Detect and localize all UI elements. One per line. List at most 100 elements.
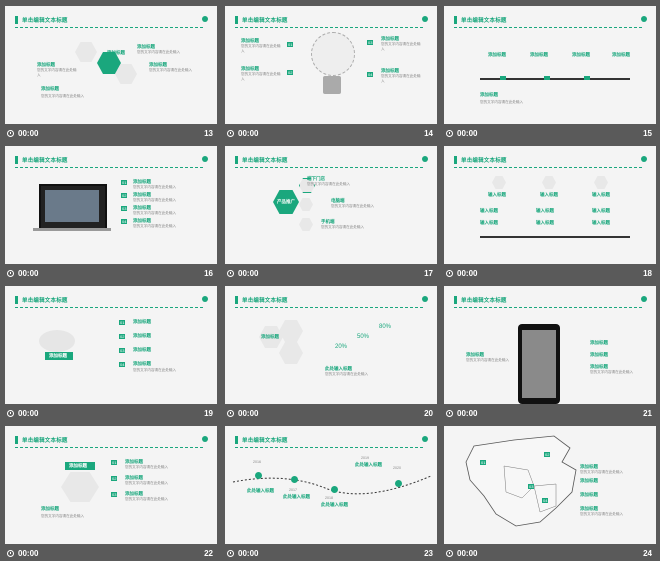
time-label: 00:00 [238,409,259,418]
slide-canvas: 01 02 03 04 添加标题 您的文字内容请在此处输入 添加标题 添加标题 … [444,426,656,544]
slide-text: 您的文字内容请在此处输入 [125,481,169,485]
slide-thumb-20[interactable]: 单击编辑文本标题 添加标题 20% 50% 80% 此处输入标题 您的文字内容请… [225,286,437,421]
slide-header: 单击编辑文本标题 [235,155,288,165]
slide-text: 您的文字内容请在此处输入 [133,185,177,189]
badge: 01 [119,320,126,325]
slide-text: 您的文字内容请在此处输入 [37,68,77,77]
slide-thumb-21[interactable]: 单击编辑文本标题 添加标题 您的文字内容请在此处输入 添加标题 添加标题 添加标… [444,286,656,421]
clock-icon [227,270,234,277]
time-label: 00:00 [457,549,478,558]
header-divider [454,167,642,168]
center-hex [273,190,299,214]
slide-text: 您的文字内容请在此处输入 [125,465,169,469]
slide-title: 单击编辑文本标题 [242,158,288,164]
badge: 01 [480,460,487,465]
hex-icon [299,178,315,193]
slide-title: 单击编辑文本标题 [22,158,68,164]
slide-text: 您的文字内容请在此处输入 [590,370,634,374]
slide-thumb-18[interactable]: 单击编辑文本标题 输入标题 输入标题 输入标题 输入标题 输入标题 输入标题 输… [444,146,656,281]
slide-thumb-23[interactable]: 单击编辑文本标题 2016 2017 2018 2019 2020 此处输入标题… [225,426,437,561]
slide-meta: 00:00 18 [444,265,656,281]
slide-center-label: 添加标题 [69,463,87,468]
slide-canvas: 单击编辑文本标题 01 02 03 04 添加标题 您的文字内容请在此处输入 添… [5,146,217,264]
slide-text: 您的文字内容请在此处输入 [307,182,351,186]
slide-label: 添加标题 [133,361,151,366]
header-divider [235,27,423,28]
slide-text: 您的文字内容请在此处输入 [133,211,177,215]
clock-icon [7,270,14,277]
lightbulb-icon [311,32,355,76]
bulb-base [323,76,341,94]
header-divider [15,307,203,308]
slide-label: 添加标题 [580,506,598,511]
slide-number: 21 [643,409,652,418]
slide-label: 添加标题 [580,464,598,469]
slide-number: 19 [204,409,213,418]
year-label: 2018 [325,496,333,500]
badge: 03 [528,484,535,489]
header-divider [15,447,203,448]
hex-shape [259,326,283,348]
slide-meta: 00:00 23 [225,545,437,561]
slide-label: 添加标题 [261,334,279,339]
slide-label: 添加标题 [580,478,598,483]
clock-icon [227,130,234,137]
slide-label: 此处输入标题 [321,502,348,507]
badge: 01 [121,180,128,185]
header-divider [235,167,423,168]
slide-canvas: 单击编辑文本标题 添加标题 20% 50% 80% 此处输入标题 您的文字内容请… [225,286,437,404]
slide-text: 您的文字内容请在此处输入 [241,72,281,81]
header-bar [15,296,18,304]
slide-title: 单击编辑文本标题 [461,158,507,164]
header-dot [641,156,647,162]
slide-label: 添加标题 [488,52,506,57]
slide-number: 23 [424,549,433,558]
slide-label: 添加标题 [241,66,259,71]
header-divider [15,27,203,28]
slide-label: 添加标题 [133,205,151,210]
slide-meta: 00:00 24 [444,545,656,561]
slide-label: 添加标题 [580,492,598,497]
slide-text: 您的文字内容请在此处输入 [321,225,365,229]
slide-thumb-22[interactable]: 单击编辑文本标题 添加标题 01 02 03 添加标题 您的文字内容请在此处输入… [5,426,217,561]
badge: 02 [119,334,126,339]
slide-label: 添加标题 [381,68,399,73]
header-dot [422,296,428,302]
timeline-dot [395,480,402,487]
slide-time: 00:00 [7,129,38,138]
hex-shape [279,342,303,364]
location-icon [594,176,608,189]
slide-thumb-24[interactable]: 01 02 03 04 添加标题 您的文字内容请在此处输入 添加标题 添加标题 … [444,426,656,561]
slide-thumb-14[interactable]: 单击编辑文本标题 01 02 03 04 添加标题 您的文字内容请在此处输入 添… [225,6,437,141]
slide-label: 输入标题 [592,208,610,213]
slide-label: 添加标题 [149,62,167,67]
clock-icon [227,410,234,417]
time-label: 00:00 [238,549,259,558]
slide-canvas: 单击编辑文本标题 2016 2017 2018 2019 2020 此处输入标题… [225,426,437,544]
timeline-dot [291,476,298,483]
slide-label: 添加标题 [590,340,608,345]
slide-text: 您的文字内容请在此处输入 [466,358,510,362]
phone-screen-image [522,330,556,398]
megaphone-icon [542,176,556,189]
slide-time: 00:00 [7,409,38,418]
badge: 03 [121,206,128,211]
slide-thumb-16[interactable]: 单击编辑文本标题 01 02 03 04 添加标题 您的文字内容请在此处输入 添… [5,146,217,281]
slide-meta: 00:00 17 [225,265,437,281]
slide-header: 单击编辑文本标题 [454,15,507,25]
percent-value: 50% [357,334,370,340]
hex-icon [299,218,313,231]
slide-header: 单击编辑文本标题 [235,435,288,445]
header-divider [454,307,642,308]
slide-thumb-15[interactable]: 单击编辑文本标题 添加标题 添加标题 添加标题 添加标题 添加标题 您的文字内容… [444,6,656,141]
badge: 01 [111,460,118,465]
progress-marker [584,76,590,80]
slide-thumb-19[interactable]: 单击编辑文本标题 添加标题 01 02 03 04 添加标题 添加标题 添加标题… [5,286,217,421]
slide-thumb-17[interactable]: 单击编辑文本标题 产品推广 端下门店 您的文字内容请在此处输入 电脑端 您的文字… [225,146,437,281]
slide-label: 添加标题 [381,36,399,41]
timeline-dot [255,472,262,479]
slide-meta: 00:00 13 [5,125,217,141]
slide-thumb-13[interactable]: 单击编辑文本标题 添加标题 添加标题 您的文字内容请在此处输入 添加标题 您的文… [5,6,217,141]
clock-icon [7,410,14,417]
slide-header: 单击编辑文本标题 [235,295,288,305]
